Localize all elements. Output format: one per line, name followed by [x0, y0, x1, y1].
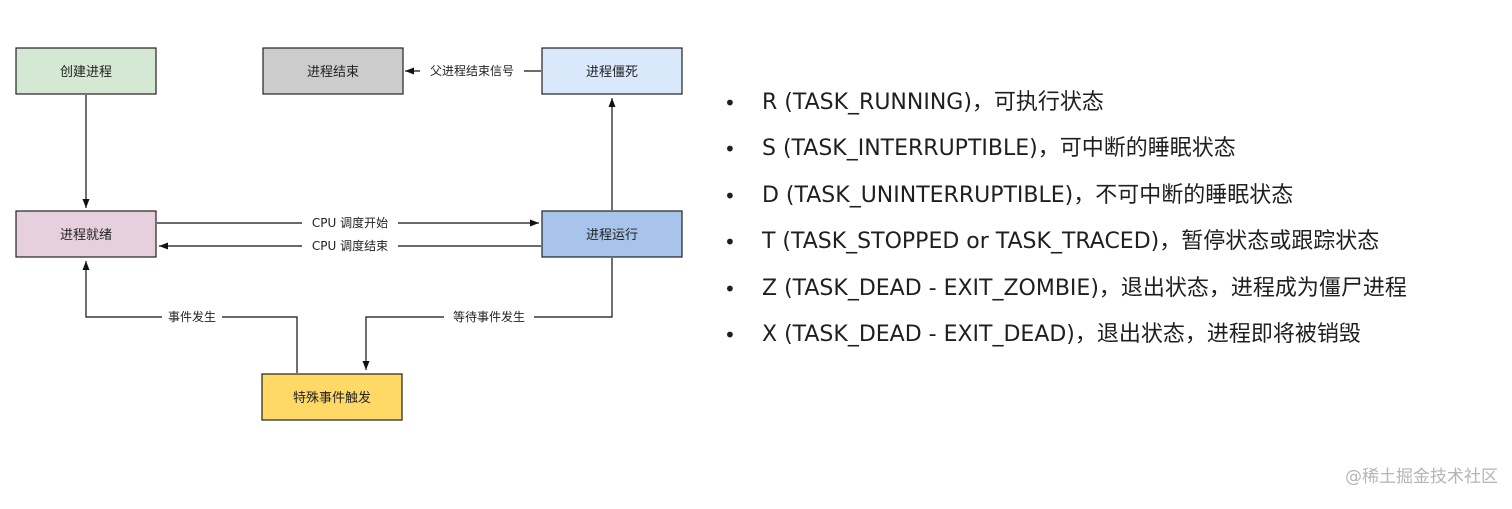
node-special-event: 特殊事件触发: [261, 373, 403, 421]
state-text: T (TASK_STOPPED or TASK_TRACED)，暂停状态或跟踪状…: [762, 229, 1380, 255]
svg-text:进程结束: 进程结束: [307, 65, 359, 80]
bullet-icon: •: [724, 230, 736, 255]
svg-text:进程就绪: 进程就绪: [60, 228, 112, 243]
svg-text:特殊事件触发: 特殊事件触发: [293, 390, 371, 406]
state-item-s: • S (TASK_INTERRUPTIBLE)，可中断的睡眠状态: [722, 130, 1407, 176]
edge-label-parent-signal: 父进程结束信号: [430, 63, 514, 78]
node-process-end: 进程结束: [262, 47, 404, 95]
state-item-d: • D (TASK_UNINTERRUPTIBLE)，不可中断的睡眠状态: [722, 177, 1407, 223]
node-process-running: 进程运行: [541, 210, 683, 258]
state-text: Z (TASK_DEAD - EXIT_ZOMBIE)，退出状态，进程成为僵尸进…: [762, 275, 1407, 301]
svg-text:进程僵死: 进程僵死: [586, 65, 638, 80]
process-state-diagram: 父进程结束信号 CPU 调度开始 CPU 调度结束 事件发生 等待事件发生 创建…: [15, 47, 683, 421]
bullet-icon: •: [724, 322, 736, 347]
bullet-icon: •: [724, 276, 736, 301]
edge-label-cpu-end: CPU 调度结束: [312, 238, 388, 253]
edge-label-cpu-start: CPU 调度开始: [312, 215, 388, 230]
bullet-icon: •: [724, 137, 736, 162]
bullet-icon: •: [724, 183, 736, 208]
bullet-icon: •: [724, 91, 736, 115]
svg-text:进程运行: 进程运行: [586, 228, 638, 243]
state-item-r: • R (TASK_RUNNING)，可执行状态: [722, 84, 1407, 130]
state-text: S (TASK_INTERRUPTIBLE)，可中断的睡眠状态: [762, 136, 1236, 162]
edge-label-event-happen: 事件发生: [168, 309, 216, 324]
source-credit: @稀土掘金技术社区: [1345, 467, 1498, 487]
process-state-list: • R (TASK_RUNNING)，可执行状态 • S (TASK_INTER…: [722, 84, 1407, 362]
edge-label-wait-event: 等待事件发生: [453, 309, 525, 324]
state-item-t: • T (TASK_STOPPED or TASK_TRACED)，暂停状态或跟…: [722, 223, 1407, 269]
svg-text:创建进程: 创建进程: [60, 65, 112, 80]
node-process-ready: 进程就绪: [15, 210, 157, 258]
state-item-z: • Z (TASK_DEAD - EXIT_ZOMBIE)，退出状态，进程成为僵…: [722, 270, 1407, 316]
state-text: D (TASK_UNINTERRUPTIBLE)，不可中断的睡眠状态: [762, 182, 1294, 208]
state-text: X (TASK_DEAD - EXIT_DEAD)，退出状态，进程即将被销毁: [762, 321, 1361, 347]
state-text: R (TASK_RUNNING)，可执行状态: [762, 90, 1104, 115]
node-create-process: 创建进程: [15, 47, 157, 95]
node-process-zombie: 进程僵死: [541, 47, 683, 95]
state-item-x: • X (TASK_DEAD - EXIT_DEAD)，退出状态，进程即将被销毁: [722, 316, 1407, 362]
